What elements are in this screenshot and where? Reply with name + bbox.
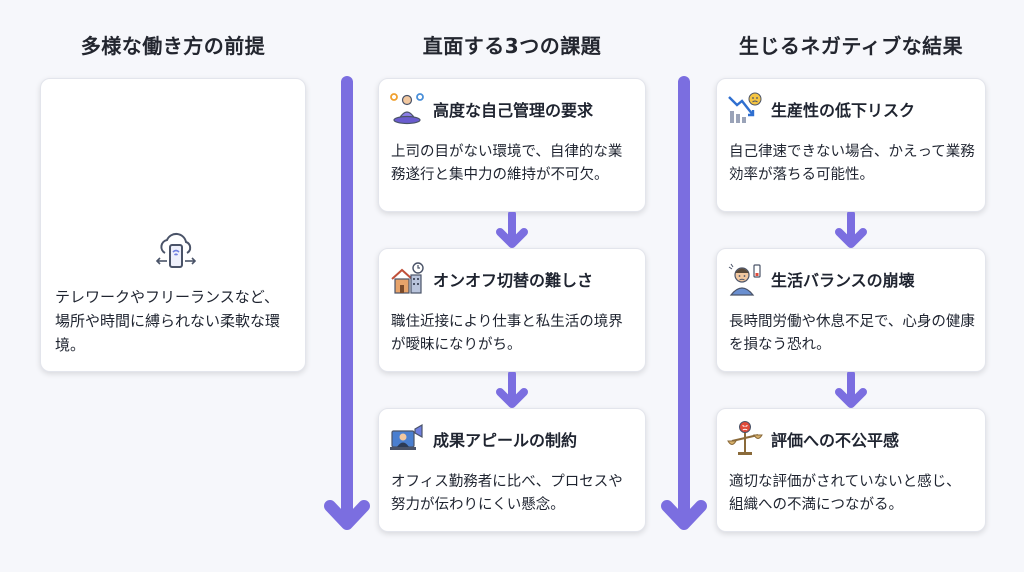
result-title-3: 評価への不公平感	[771, 431, 900, 450]
down-arrow-challenge-2	[496, 372, 528, 408]
unbalanced-scale-angry-icon	[727, 421, 763, 455]
down-arrow-result-1	[835, 212, 867, 248]
challenge-text-3: オフィス勤務者に比べ、プロセスや努力が伝わりにくい懸念。	[391, 474, 623, 513]
cloud-phone-connectivity-icon	[155, 232, 197, 268]
result-title-1: 生産性の低下リスク	[771, 101, 916, 120]
result-title-2: 生活バランスの崩壊	[771, 271, 915, 290]
challenge-text-2: 職住近接により仕事と私生活の境界が曖昧になりがち。	[391, 314, 623, 353]
challenge-card-1: 高度な自己管理の要求 上司の目がない環境で、自律的な業務遂行と集中力の維持が不可…	[378, 78, 646, 212]
column-title-premise: 多様な働き方の前提	[80, 34, 266, 58]
column-title-results: 生じるネガティブな結果	[738, 34, 964, 58]
result-text-3: 適切な評価がされていないと感じ、組織への不満につながる。	[729, 474, 961, 513]
meditating-person-gears-icon	[390, 93, 424, 125]
stressed-person-battery-icon	[728, 263, 761, 296]
result-text-2: 長時間労働や休息不足で、心身の健康を損なう恐れ。	[729, 314, 975, 353]
flow-arrow-left	[324, 76, 370, 530]
challenge-title-3: 成果アピールの制約	[433, 431, 578, 450]
flow-arrow-right	[661, 76, 707, 530]
challenge-card-3: 成果アピールの制約 オフィス勤務者に比べ、プロセスや努力が伝わりにくい懸念。	[378, 408, 646, 532]
column-title-challenges: 直面する3つの課題	[422, 34, 602, 58]
result-text-1: 自己律速できない場合、かえって業務効率が落ちる可能性。	[729, 144, 975, 183]
declining-chart-sad-icon	[728, 92, 762, 123]
down-arrow-challenge-1	[496, 212, 528, 248]
result-card-1: 生産性の低下リスク 自己律速できない場合、かえって業務効率が落ちる可能性。	[716, 78, 986, 212]
house-office-clock-icon	[391, 262, 424, 294]
result-card-3: 評価への不公平感 適切な評価がされていないと感じ、組織への不満につながる。	[716, 408, 986, 532]
presenter-megaphone-icon	[390, 423, 423, 450]
down-arrow-result-2	[835, 372, 867, 408]
challenge-title-2: オンオフ切替の難しさ	[433, 271, 594, 290]
challenge-card-2: オンオフ切替の難しさ 職住近接により仕事と私生活の境界が曖昧になりがち。	[378, 248, 646, 372]
challenge-text-1: 上司の目がない環境で、自律的な業務遂行と集中力の維持が不可欠。	[391, 144, 623, 183]
premise-text: テレワークやフリーランスなど、場所や時間に縛られない柔軟な環境。	[55, 288, 281, 354]
premise-card: テレワークやフリーランスなど、場所や時間に縛られない柔軟な環境。	[40, 78, 306, 372]
challenge-title-1: 高度な自己管理の要求	[433, 101, 594, 120]
result-card-2: 生活バランスの崩壊 長時間労働や休息不足で、心身の健康を損なう恐れ。	[716, 248, 986, 372]
